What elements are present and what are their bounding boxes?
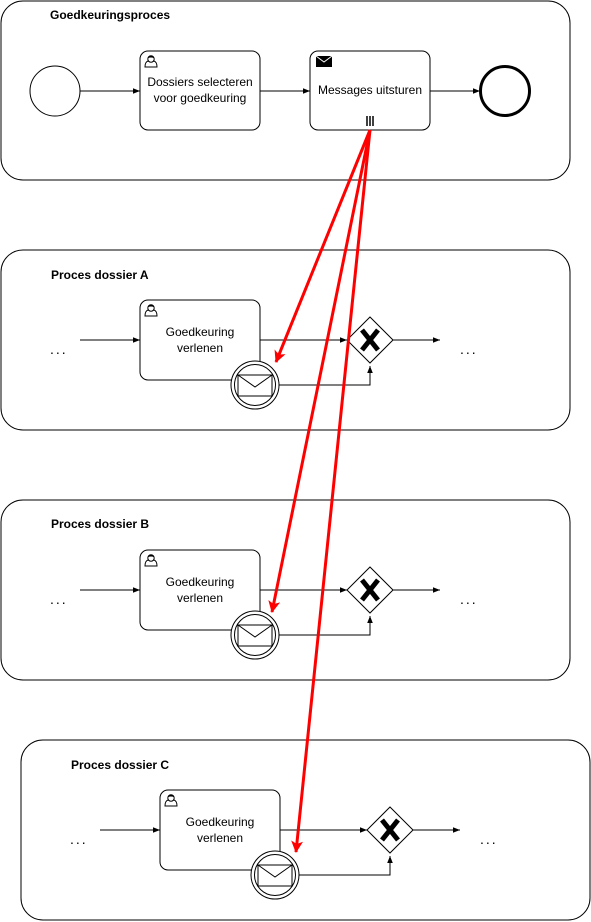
message-boundary-event[interactable]	[230, 360, 280, 410]
continuation-dots-left: ...	[70, 831, 88, 847]
continuation-dots-left: ...	[50, 341, 68, 357]
message-flow-to-b[interactable]	[268, 129, 372, 613]
envelope-icon	[237, 624, 273, 647]
message-flows	[268, 129, 372, 853]
x-icon	[380, 818, 400, 842]
continuation-dots-right: ...	[460, 341, 478, 357]
message-flow-to-a[interactable]	[274, 129, 372, 363]
parallel-bars-icon	[366, 116, 374, 126]
task-label: Messages uitsturen	[318, 83, 422, 97]
task-label-line1: Goedkeuring	[166, 575, 235, 589]
envelope-icon	[237, 374, 273, 397]
task-goedkeuring-verlenen[interactable]: Goedkeuring verlenen	[139, 549, 261, 631]
x-icon	[360, 578, 380, 602]
continuation-dots-left: ...	[50, 591, 68, 607]
pool-goedkeuringsproces: Goedkeuringsproces Dossiers selecteren v…	[0, 0, 571, 181]
end-event[interactable]	[479, 65, 531, 117]
task-label-line1: Goedkeuring	[186, 815, 255, 829]
task-label-line2: verlenen	[197, 831, 243, 845]
exclusive-gateway[interactable]	[346, 316, 394, 364]
task-label-line2: verlenen	[177, 341, 223, 355]
continuation-dots-right: ...	[480, 831, 498, 847]
sequence-flow[interactable]	[299, 856, 393, 876]
envelope-icon	[257, 864, 293, 887]
pool-dossier-b: Proces dossier B ... Goedkeuring verlene…	[0, 499, 571, 681]
pool-title: Proces dossier A	[51, 268, 149, 282]
task-messages-uitsturen[interactable]: Messages uitsturen	[309, 50, 431, 131]
task-label-line1: Goedkeuring	[166, 325, 235, 339]
sequence-flow[interactable]	[279, 366, 373, 386]
pool-title: Proces dossier B	[51, 517, 149, 531]
exclusive-gateway[interactable]	[366, 806, 414, 854]
task-goedkeuring-verlenen[interactable]: Goedkeuring verlenen	[139, 299, 261, 381]
pool-dossier-c: Proces dossier C ... Goedkeuring verlene…	[20, 739, 591, 921]
pool-title: Proces dossier C	[71, 758, 169, 772]
pool-title: Goedkeuringsproces	[50, 8, 170, 22]
message-boundary-event[interactable]	[250, 850, 300, 900]
start-event[interactable]	[29, 65, 81, 117]
task-dossiers-selecteren[interactable]: Dossiers selecteren voor goedkeuring	[139, 50, 261, 131]
continuation-dots-right: ...	[460, 591, 478, 607]
x-icon	[360, 328, 380, 352]
task-label-line1: Dossiers selecteren	[147, 75, 252, 89]
message-boundary-event[interactable]	[230, 610, 280, 660]
task-goedkeuring-verlenen[interactable]: Goedkeuring verlenen	[159, 789, 281, 871]
exclusive-gateway[interactable]	[346, 566, 394, 614]
sequence-flow[interactable]	[279, 616, 373, 636]
task-label-line2: verlenen	[177, 591, 223, 605]
envelope-filled-icon	[315, 55, 333, 67]
task-label-line2: voor goedkeuring	[154, 91, 247, 105]
message-flow-to-c[interactable]	[291, 129, 372, 853]
